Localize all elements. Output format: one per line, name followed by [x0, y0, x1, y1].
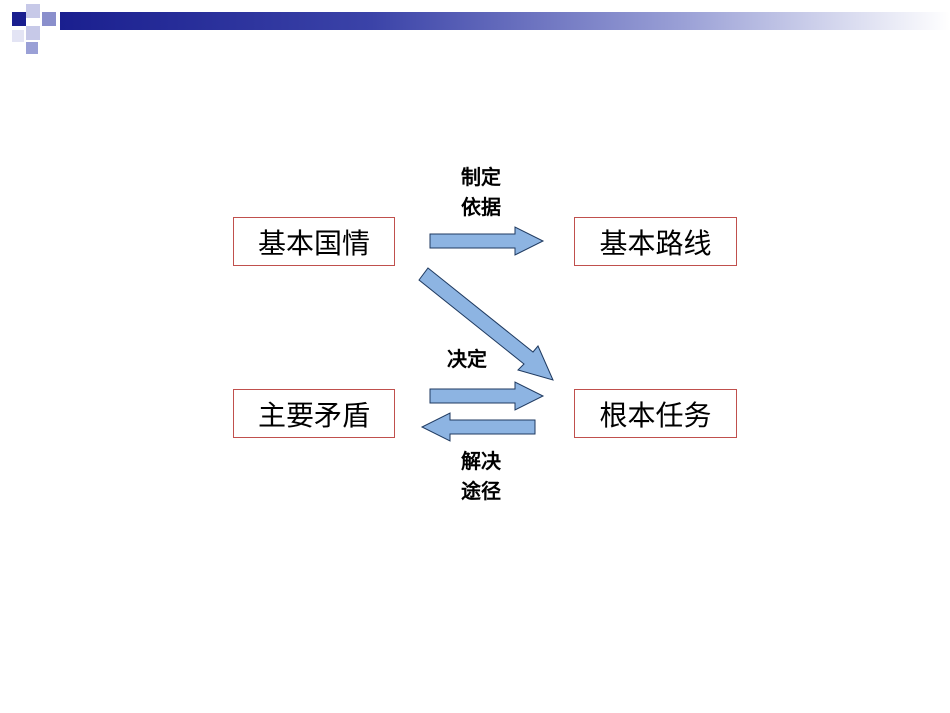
edge-label-bottom-line2: 途径 [461, 479, 501, 503]
edge-label-top-line2: 依据 [461, 195, 501, 219]
header-square [42, 12, 56, 26]
header-square [26, 42, 38, 54]
header-square [26, 26, 40, 40]
arrow-contradiction-to-task [429, 381, 545, 411]
node-fundamental-task: 根本任务 [574, 389, 737, 438]
edge-label-middle-text: 决定 [447, 347, 487, 371]
edge-label-top-line1: 制定 [461, 165, 501, 189]
arrow-conditions-to-line [429, 226, 545, 256]
header-gradient-bar [60, 12, 950, 30]
node-basic-conditions: 基本国情 [233, 217, 395, 266]
header-square [12, 30, 24, 42]
header-square [12, 12, 26, 26]
header-square [26, 4, 40, 18]
arrow-conditions-to-task [418, 267, 554, 381]
node-basic-line: 基本路线 [574, 217, 737, 266]
edge-label-top: 制定 依据 [446, 162, 516, 222]
edge-label-bottom-line1: 解决 [461, 449, 501, 473]
node-main-contradiction: 主要矛盾 [233, 389, 395, 438]
edge-label-bottom: 解决 途径 [446, 446, 516, 506]
edge-label-middle: 决定 [432, 344, 502, 374]
arrow-task-to-contradiction [420, 412, 536, 442]
